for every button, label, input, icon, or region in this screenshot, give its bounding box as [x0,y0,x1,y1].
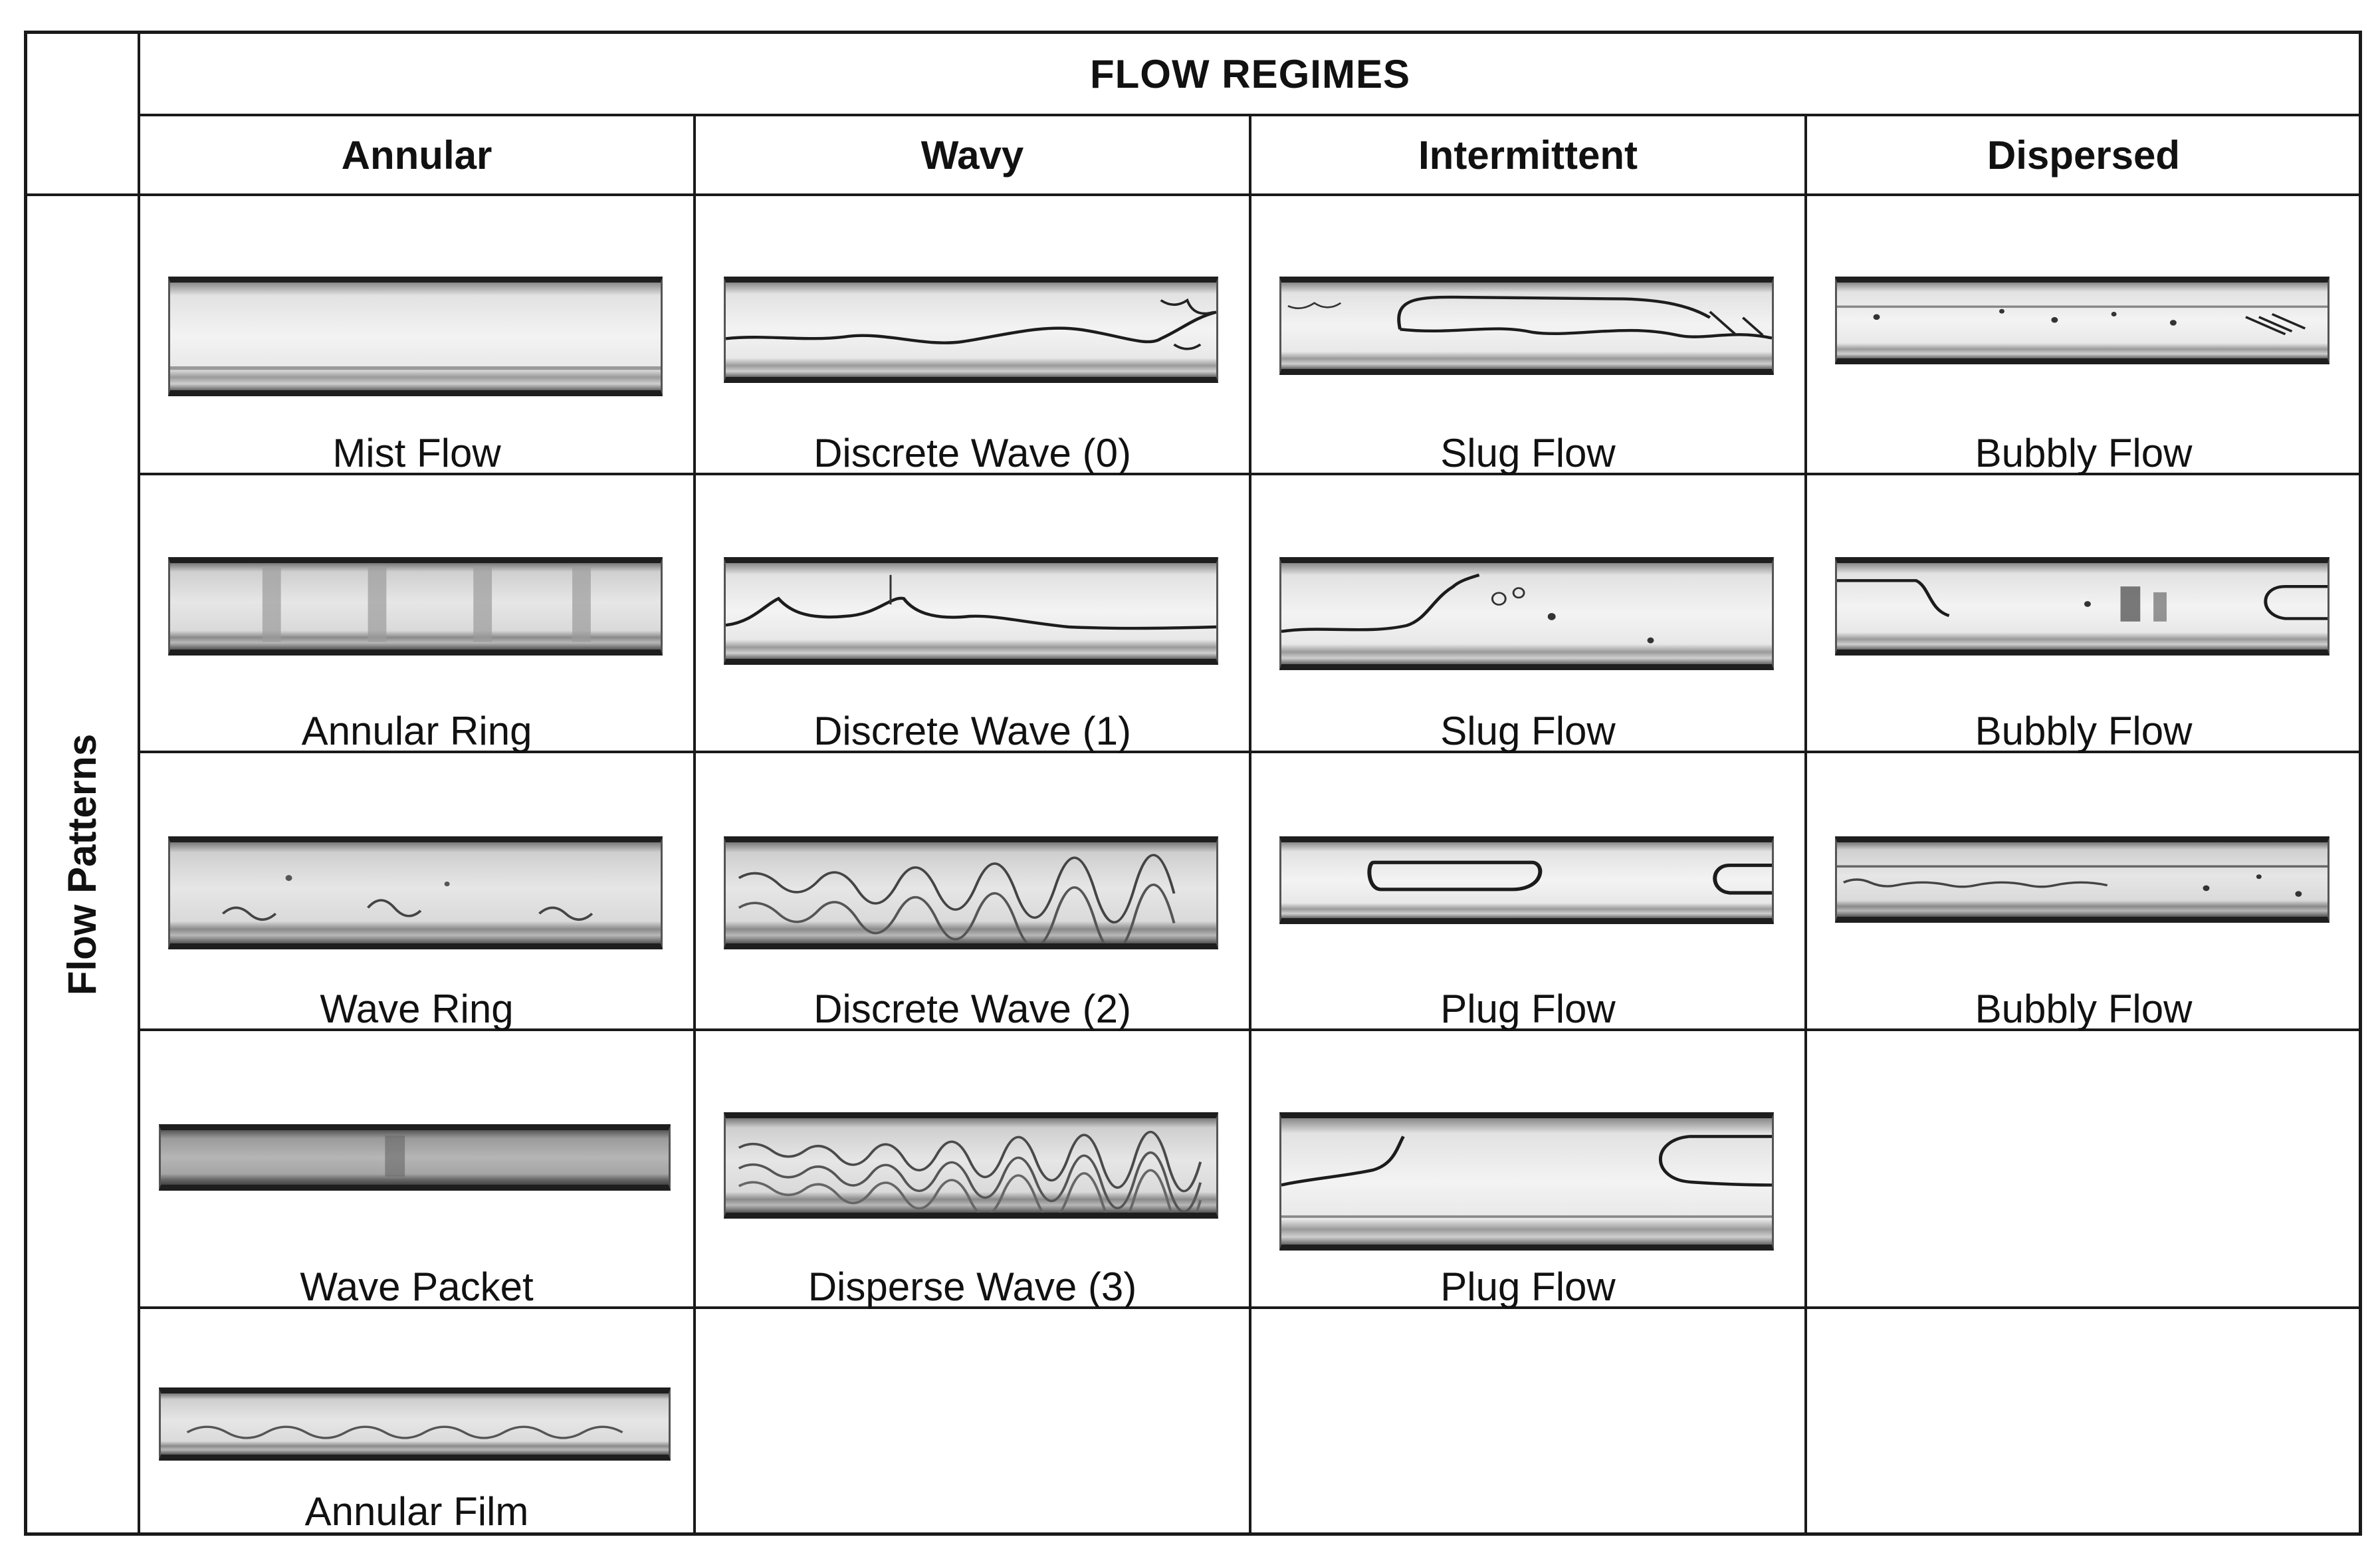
cell-dispersed-2: Bubbly Flow [1807,753,2360,1031]
cell-dispersed-1: Bubbly Flow [1807,475,2360,753]
cell-caption: Plug Flow [1440,987,1616,1031]
column-header-dispersed: Dispersed [1987,132,2181,178]
flow-regimes-table: FLOW REGIMES Annular Wavy Intermittent D… [24,31,2362,1536]
cell-caption: Slug Flow [1440,431,1616,475]
cell-caption: Slug Flow [1440,709,1616,753]
column-header-wavy: Wavy [920,132,1024,178]
cell-intermittent-2: Plug Flow [1251,753,1804,1031]
cell-annular-4: Annular Film [140,1309,693,1536]
divider [138,114,2359,116]
tube-photo [1835,836,2329,923]
column-header-annular: Annular [341,132,492,178]
tube-photo [159,1387,671,1461]
tube-photo [1279,1112,1774,1251]
tube-photo [168,557,663,656]
cell-caption: Wave Packet [300,1264,534,1309]
cell-caption: Annular Ring [301,709,532,753]
divider [1804,114,1807,1532]
cell-caption: Discrete Wave (1) [813,709,1131,753]
divider [138,1028,2359,1031]
cell-intermittent-3: Plug Flow [1251,1031,1804,1309]
cell-wavy-3: Disperse Wave (3) [696,1031,1249,1309]
tube-photo [724,277,1218,383]
row-label: Flow Patterns [27,196,138,1532]
table-title: FLOW REGIMES [1090,51,1410,96]
tube-photo [1279,277,1774,375]
tube-photo [1279,836,1774,924]
tube-photo [168,836,663,949]
tube-photo [724,557,1218,665]
tube-photo [1279,557,1774,670]
cell-annular-2: Wave Ring [140,753,693,1031]
cell-wavy-1: Discrete Wave (1) [696,475,1249,753]
cell-wavy-2: Discrete Wave (2) [696,753,1249,1031]
divider [138,1306,2359,1309]
tube-photo [724,1112,1218,1219]
cell-caption: Plug Flow [1440,1264,1616,1309]
divider [693,114,696,1532]
cell-dispersed-0: Bubbly Flow [1807,196,2360,475]
tube-photo [1835,277,2329,364]
cell-intermittent-0: Slug Flow [1251,196,1804,475]
cell-caption: Disperse Wave (3) [808,1264,1137,1309]
divider [138,751,2359,753]
cell-caption: Mist Flow [332,431,501,475]
tube-photo [168,277,663,396]
cell-annular-1: Annular Ring [140,475,693,753]
cell-caption: Discrete Wave (0) [813,431,1131,475]
divider [1249,114,1251,1532]
tube-photo [724,836,1218,949]
column-header-intermittent: Intermittent [1418,132,1638,178]
cell-caption: Wave Ring [320,987,514,1031]
tube-photo [159,1124,671,1191]
tube-photo [1835,557,2329,656]
cell-caption: Discrete Wave (2) [813,987,1131,1031]
cell-wavy-0: Discrete Wave (0) [696,196,1249,475]
cell-annular-0: Mist Flow [140,196,693,475]
divider [138,34,140,1532]
cell-caption: Bubbly Flow [1975,431,2193,475]
cell-caption: Annular Film [304,1489,529,1534]
divider [27,193,2359,196]
cell-intermittent-1: Slug Flow [1251,475,1804,753]
cell-caption: Bubbly Flow [1975,987,2193,1031]
divider [138,473,2359,475]
flow-patterns-label: Flow Patterns [60,733,105,995]
cell-caption: Bubbly Flow [1975,709,2193,753]
cell-annular-3: Wave Packet [140,1031,693,1309]
